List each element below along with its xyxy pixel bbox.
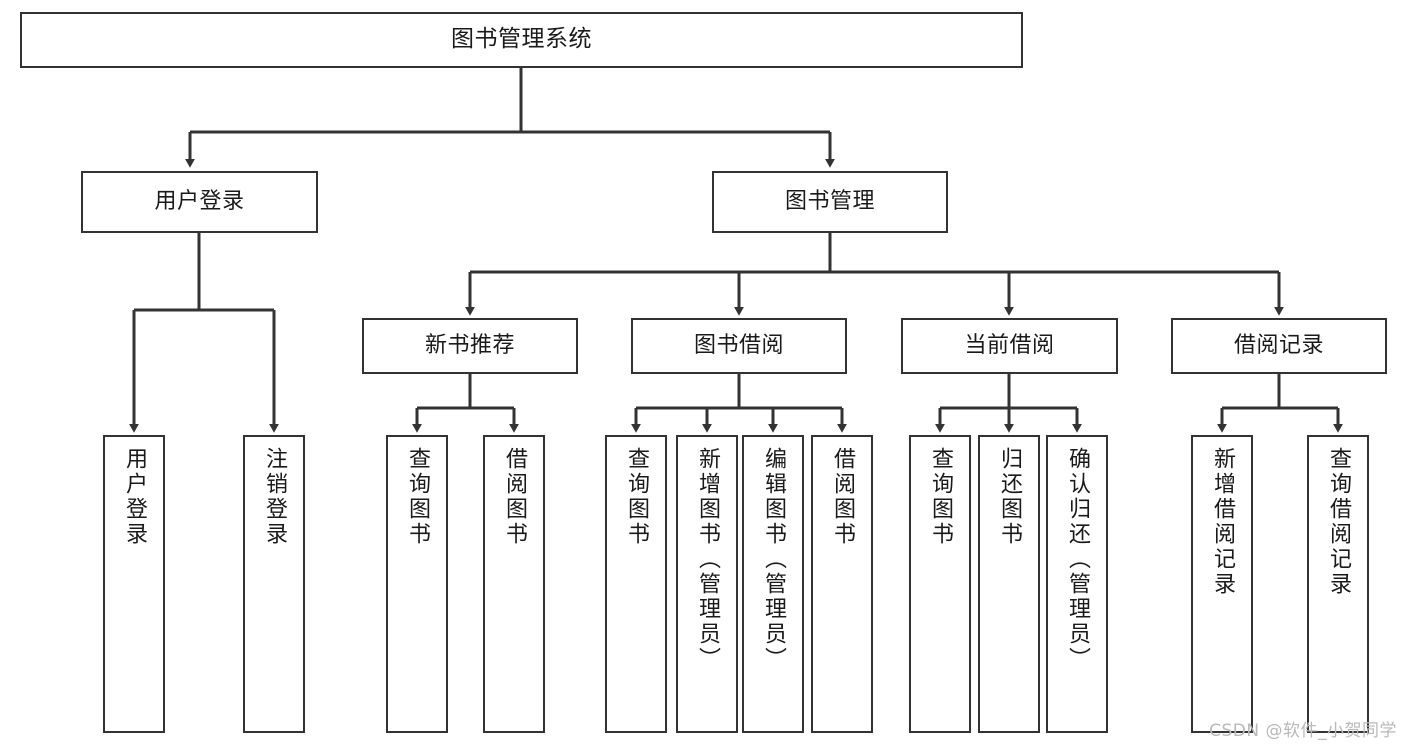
node-label: 查询图书	[404, 447, 430, 547]
node-leaf-user-login[interactable]: 用户登录	[103, 435, 165, 733]
node-root-book-management-system[interactable]: 图书管理系统	[20, 12, 1023, 68]
node-label: 编辑图书（管理员）	[760, 447, 786, 672]
node-book-borrow[interactable]: 图书借阅	[631, 318, 847, 374]
node-leaf-edit-book[interactable]: 编辑图书（管理员）	[742, 435, 804, 733]
node-label: 新书推荐	[424, 333, 515, 359]
node-leaf-logout[interactable]: 注销登录	[243, 435, 305, 733]
node-leaf-borrow-book-1[interactable]: 借阅图书	[483, 435, 545, 733]
node-leaf-query-record[interactable]: 查询借阅记录	[1307, 435, 1369, 733]
node-label: 查询借阅记录	[1325, 447, 1351, 597]
node-label: 归还图书	[996, 447, 1022, 547]
node-current-borrow[interactable]: 当前借阅	[901, 318, 1118, 374]
node-label: 用户登录	[154, 189, 245, 215]
node-label: 图书借阅	[693, 333, 784, 359]
node-label: 确认归还（管理员）	[1064, 447, 1090, 672]
node-borrow-record[interactable]: 借阅记录	[1171, 318, 1387, 374]
node-new-book-recommend[interactable]: 新书推荐	[362, 318, 578, 374]
node-leaf-add-record[interactable]: 新增借阅记录	[1191, 435, 1253, 733]
node-leaf-query-book-1[interactable]: 查询图书	[386, 435, 448, 733]
node-leaf-query-book-2[interactable]: 查询图书	[605, 435, 667, 733]
node-leaf-add-book[interactable]: 新增图书（管理员）	[676, 435, 738, 733]
node-leaf-confirm-return[interactable]: 确认归还（管理员）	[1046, 435, 1108, 733]
node-label: 当前借阅	[964, 333, 1055, 359]
node-label: 查询图书	[623, 447, 649, 547]
node-label: 借阅记录	[1233, 333, 1324, 359]
node-label: 新增借阅记录	[1209, 447, 1235, 597]
node-user-login[interactable]: 用户登录	[81, 171, 318, 233]
node-label: 借阅图书	[829, 447, 855, 547]
node-label: 图书管理	[784, 189, 875, 215]
node-label: 查询图书	[927, 447, 953, 547]
node-label: 用户登录	[121, 447, 147, 547]
node-leaf-borrow-book-2[interactable]: 借阅图书	[811, 435, 873, 733]
node-label: 新增图书（管理员）	[694, 447, 720, 672]
node-leaf-query-book-3[interactable]: 查询图书	[909, 435, 971, 733]
node-label: 图书管理系统	[451, 26, 592, 53]
node-label: 注销登录	[261, 447, 287, 547]
node-book-management[interactable]: 图书管理	[712, 171, 948, 233]
node-leaf-return-book[interactable]: 归还图书	[978, 435, 1040, 733]
node-label: 借阅图书	[501, 447, 527, 547]
